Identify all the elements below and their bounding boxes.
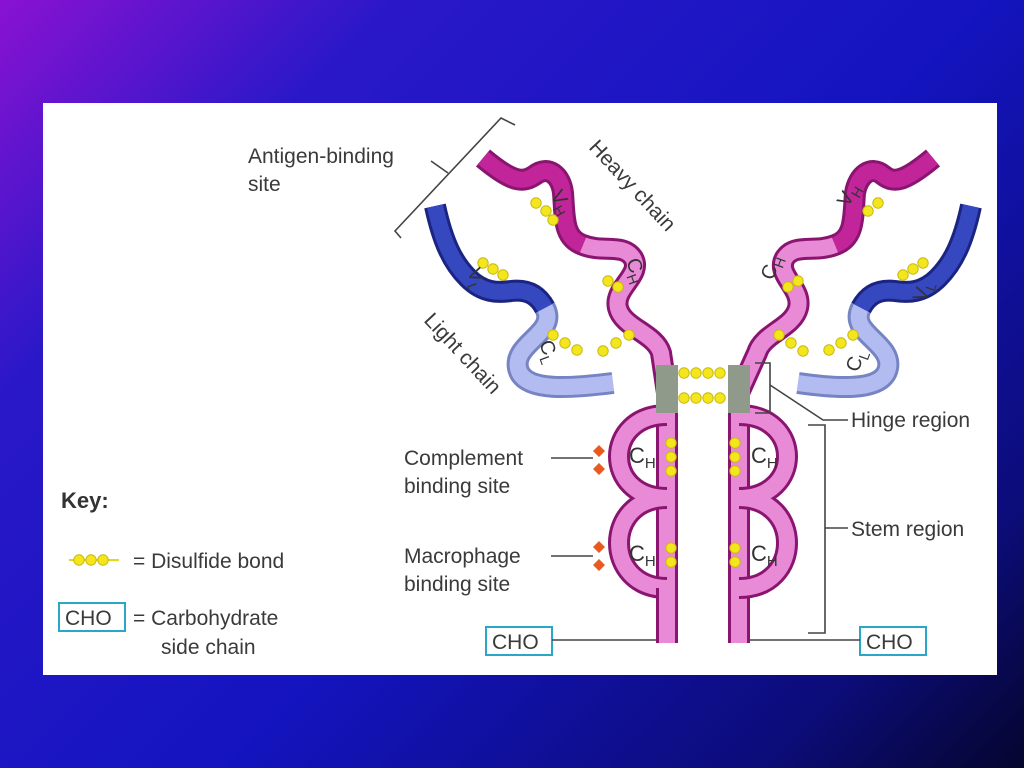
heavy-chain-right bbox=[728, 149, 941, 643]
ch2-left-label: CH bbox=[629, 443, 656, 472]
carbohydrate-key-label: = Carbohydrate bbox=[133, 607, 278, 630]
disulfide-key-label: = Disulfide bond bbox=[133, 550, 284, 573]
complement-label: Complement bbox=[404, 447, 523, 470]
cho-left-label: CHO bbox=[492, 631, 539, 654]
light-chain-left bbox=[424, 203, 615, 399]
cl-left-label: CL bbox=[531, 337, 562, 367]
hinge-region-callout: Hinge region bbox=[755, 362, 970, 432]
cho-key-box-label: CHO bbox=[65, 607, 112, 630]
heavy-chain-label: Heavy chain bbox=[584, 136, 680, 236]
light-chain-right bbox=[796, 203, 982, 399]
macrophage-site-marker bbox=[593, 541, 605, 571]
ch3-left-label: CH bbox=[629, 541, 656, 570]
stem-region-callout: Stem region bbox=[808, 424, 964, 634]
ch2-right-label: CH bbox=[751, 443, 778, 472]
hinge-region-label: Hinge region bbox=[851, 409, 970, 432]
cho-right-callout: CHO bbox=[750, 626, 927, 656]
domain-labels: VH CH VL CL CH CH CH CH VH CH VL CL bbox=[462, 184, 940, 570]
diagram-panel: VH CH VL CL CH CH CH CH VH CH VL CL Anti… bbox=[43, 103, 997, 675]
hinge-right bbox=[728, 365, 750, 413]
cl-right-label: CL bbox=[842, 346, 873, 376]
disulfide-key-icon bbox=[69, 554, 119, 566]
hinge-left bbox=[656, 365, 678, 413]
macrophage-label-site: binding site bbox=[404, 573, 510, 596]
heavy-chain-left-stem bbox=[608, 365, 678, 643]
carbohydrate-key-label-2: side chain bbox=[161, 636, 256, 659]
stem-region-label: Stem region bbox=[851, 518, 964, 541]
complement-site-marker bbox=[593, 445, 605, 475]
complement-callout: Complement binding site bbox=[404, 447, 593, 498]
antigen-binding-label-site: site bbox=[248, 173, 281, 196]
cho-key-box bbox=[58, 602, 126, 632]
macrophage-callout: Macrophage binding site bbox=[404, 545, 593, 596]
macrophage-label: Macrophage bbox=[404, 545, 521, 568]
antibody-diagram: VH CH VL CL CH CH CH CH VH CH VL CL Anti… bbox=[58, 117, 982, 659]
antigen-binding-label: Antigen-binding bbox=[248, 145, 394, 168]
cho-left-callout: CHO bbox=[485, 626, 656, 656]
ch3-right-label: CH bbox=[751, 541, 778, 570]
key: Key: = Disulfide bond CHO = Carbohydrate… bbox=[58, 488, 284, 659]
light-chain-label: Light chain bbox=[419, 309, 505, 399]
antigen-binding-callout: Antigen-binding site bbox=[248, 117, 516, 239]
key-title: Key: bbox=[61, 488, 109, 513]
complement-label-site: binding site bbox=[404, 475, 510, 498]
cho-right-label: CHO bbox=[866, 631, 913, 654]
